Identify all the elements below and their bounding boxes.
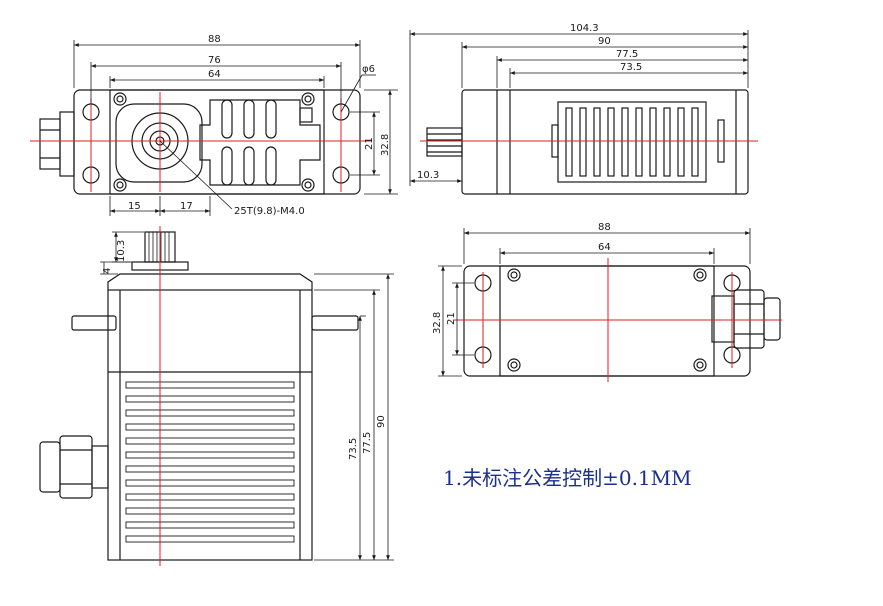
front-view-top-cover xyxy=(107,273,313,290)
side-view-fins xyxy=(565,107,699,177)
spline-callout: 25T(9.8)-M4.0 xyxy=(234,206,305,217)
top-view-heatsink xyxy=(199,99,321,186)
top-dim-15: 15 xyxy=(128,201,141,212)
top-dim-76: 76 xyxy=(208,55,221,66)
top-view-body xyxy=(109,89,325,195)
side-view-dimensions xyxy=(409,30,749,186)
bottom-view xyxy=(463,265,781,377)
top-dim-88: 88 xyxy=(208,34,221,45)
side-dim-10-3: 10.3 xyxy=(417,170,439,181)
front-view-labels: 10.3 4 73.5 77.5 90 xyxy=(102,240,387,460)
top-dim-hole: φ6 xyxy=(362,64,375,75)
front-view-body xyxy=(107,289,313,561)
top-view-centerlines xyxy=(30,92,372,192)
top-view-output-spline xyxy=(115,103,203,183)
bottom-view-dimensions xyxy=(438,228,751,377)
front-view-cable-gland xyxy=(39,435,109,499)
top-dim-17: 17 xyxy=(180,201,193,212)
bottom-view-centerlines xyxy=(454,258,782,382)
top-view-screws xyxy=(113,92,315,192)
top-dim-64: 64 xyxy=(208,69,221,80)
front-dim-10-3: 10.3 xyxy=(116,240,127,262)
side-view-body xyxy=(461,89,749,195)
front-view-flange-right xyxy=(311,315,359,331)
top-dim-32-8: 32.8 xyxy=(380,134,391,156)
top-view-labels: 88 76 64 φ6 21 32.8 15 17 25T(9.8)-M4.0 xyxy=(128,34,391,217)
front-dim-73-5: 73.5 xyxy=(348,438,359,460)
front-dim-4: 4 xyxy=(102,268,113,274)
side-dim-73-5: 73.5 xyxy=(620,62,642,73)
bottom-view-body xyxy=(499,265,715,377)
front-view-dimensions xyxy=(100,231,394,561)
side-view xyxy=(426,89,749,195)
bottom-dim-21: 21 xyxy=(446,312,457,325)
bottom-view-screws xyxy=(507,268,707,372)
front-dim-90: 90 xyxy=(376,415,387,428)
side-view-spline xyxy=(426,127,463,157)
top-view-dimensions xyxy=(73,40,398,216)
bottom-dim-32-8: 32.8 xyxy=(432,312,443,334)
bottom-view-flange xyxy=(463,265,751,377)
front-view-fins xyxy=(125,381,295,543)
side-dim-104-3: 104.3 xyxy=(570,23,599,34)
front-view-flange-left xyxy=(71,315,117,331)
front-dim-77-5: 77.5 xyxy=(362,432,373,454)
bottom-dim-88: 88 xyxy=(598,222,611,233)
side-view-labels: 104.3 90 77.5 73.5 10.3 xyxy=(417,23,642,181)
side-dim-77-5: 77.5 xyxy=(616,49,638,60)
top-view-flange xyxy=(73,89,361,195)
top-dim-21: 21 xyxy=(364,137,375,150)
side-dim-90: 90 xyxy=(598,36,611,47)
bottom-view-cable-gland xyxy=(711,289,781,349)
bottom-view-labels: 88 64 32.8 21 xyxy=(432,222,611,334)
bottom-dim-64: 64 xyxy=(598,242,611,253)
front-view xyxy=(39,231,359,561)
top-view-cable-gland xyxy=(39,111,75,177)
tolerance-note: 1.未标注公差控制±0.1MM xyxy=(443,466,692,490)
